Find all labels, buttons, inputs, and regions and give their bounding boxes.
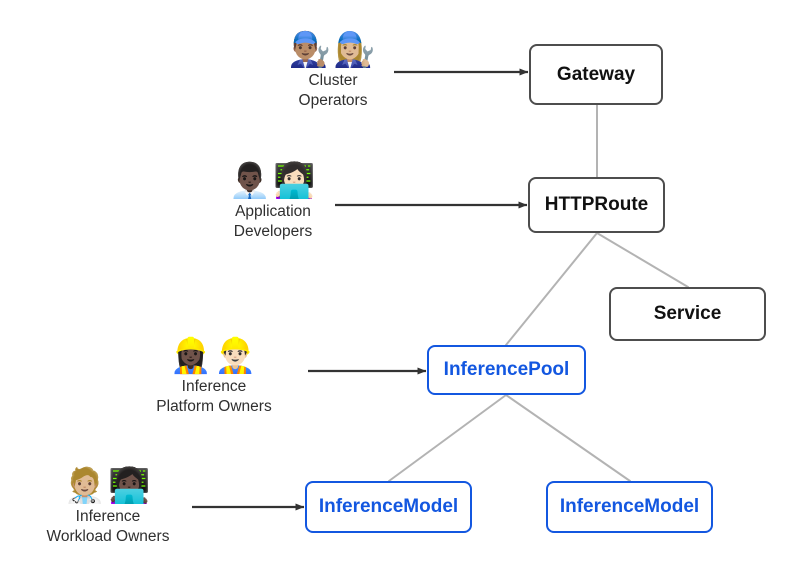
- node-inferencemodel-1: InferenceModel: [305, 481, 472, 533]
- inference-platform-owners-emoji-pair: 👷🏿‍♀️👷🏻‍♂️: [169, 337, 259, 375]
- application-developers-emoji-pair: 👨🏿‍💼👩🏻‍💻: [228, 162, 318, 200]
- node-inferencemodel-1-label: InferenceModel: [318, 496, 459, 517]
- persona-inference-platform-owners: 👷🏿‍♀️👷🏻‍♂️ Inference Platform Owners: [119, 336, 309, 417]
- persona-cluster-operators: 👨🏽‍🔧👩🏼‍🔧 Cluster Operators: [238, 30, 428, 111]
- connector-httproute-service: [596, 232, 689, 288]
- connector-inferencepool-inferencemodel-1: [388, 394, 507, 482]
- connector-inferencepool-inferencemodel-2: [505, 394, 631, 482]
- cluster-operators-label: Cluster Operators: [298, 72, 368, 109]
- node-gateway-label: Gateway: [556, 63, 636, 85]
- node-inferencepool-label: InferencePool: [443, 359, 570, 380]
- node-gateway: Gateway: [529, 44, 663, 105]
- persona-inference-workload-owners: 🧑🏼‍⚕️👩🏿‍💻 Inference Workload Owners: [13, 466, 203, 547]
- node-service-label: Service: [653, 303, 722, 324]
- inference-platform-owners-label: Inference Platform Owners: [156, 378, 272, 415]
- node-httproute: HTTPRoute: [528, 177, 665, 233]
- connector-httproute-inferencepool: [505, 232, 598, 346]
- node-service: Service: [609, 287, 766, 341]
- node-inferencemodel-2: InferenceModel: [546, 481, 713, 533]
- node-httproute-label: HTTPRoute: [544, 194, 649, 215]
- inference-workload-owners-emoji-pair: 🧑🏼‍⚕️👩🏿‍💻: [63, 467, 153, 505]
- application-developers-label: Application Developers: [233, 203, 313, 240]
- cluster-operators-emoji-pair: 👨🏽‍🔧👩🏼‍🔧: [288, 31, 378, 69]
- node-inferencepool: InferencePool: [427, 345, 586, 395]
- inference-workload-owners-label: Inference Workload Owners: [46, 508, 170, 545]
- persona-application-developers: 👨🏿‍💼👩🏻‍💻 Application Developers: [178, 161, 368, 242]
- node-inferencemodel-2-label: InferenceModel: [559, 496, 700, 517]
